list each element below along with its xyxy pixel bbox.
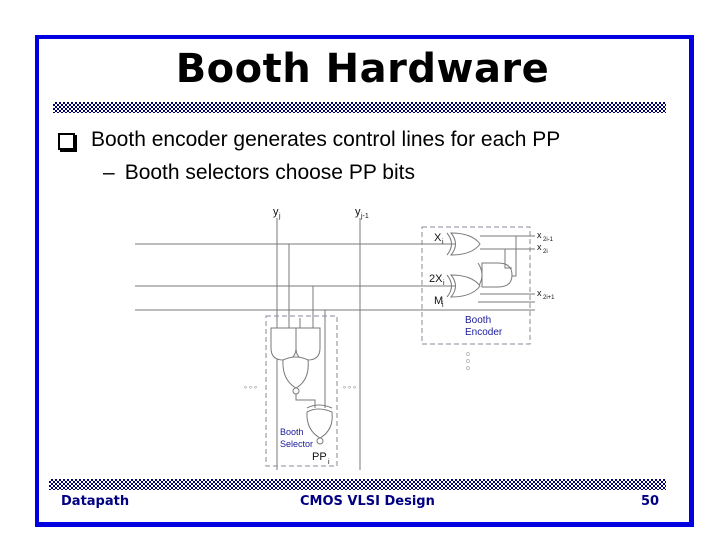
svg-text:o: o bbox=[466, 365, 470, 372]
svg-text:y: y bbox=[273, 206, 279, 218]
footer-course: Datapath bbox=[61, 494, 130, 509]
svg-text:Booth: Booth bbox=[280, 427, 304, 437]
svg-text:i: i bbox=[442, 302, 444, 309]
svg-text:Encoder: Encoder bbox=[465, 327, 503, 338]
svg-text:Selector: Selector bbox=[280, 439, 313, 449]
svg-text:x: x bbox=[537, 230, 542, 240]
booth-selector-box bbox=[265, 315, 338, 467]
svg-text:y: y bbox=[355, 206, 361, 218]
svg-text:i: i bbox=[443, 280, 445, 287]
selector-wire bbox=[295, 394, 316, 408]
dash-bullet-icon: – bbox=[103, 161, 115, 184]
svg-text:j: j bbox=[278, 213, 281, 220]
page-number: 50 bbox=[641, 494, 660, 509]
checkbox-bullet-icon bbox=[58, 132, 75, 150]
svg-text:2i-1: 2i-1 bbox=[543, 237, 554, 243]
svg-text:i: i bbox=[442, 239, 444, 246]
svg-text:x: x bbox=[537, 242, 542, 252]
title-divider bbox=[53, 102, 666, 113]
svg-text:PP: PP bbox=[312, 451, 327, 463]
svg-text:∘∘∘: ∘∘∘ bbox=[342, 383, 357, 392]
svg-text:i: i bbox=[328, 459, 330, 466]
selector-caption: Booth Selector bbox=[280, 427, 313, 449]
svg-text:j-1: j-1 bbox=[360, 213, 369, 220]
slide-title: Booth Hardware bbox=[175, 46, 550, 92]
svg-text:Booth: Booth bbox=[465, 315, 491, 326]
encoder-caption: Booth Encoder bbox=[465, 315, 503, 338]
slide-frame bbox=[35, 35, 694, 527]
vertical-ellipsis: ooo bbox=[466, 351, 470, 372]
encoder-wires bbox=[478, 235, 535, 303]
wires bbox=[135, 218, 535, 470]
svg-text:M: M bbox=[434, 295, 443, 307]
svg-text:o: o bbox=[466, 351, 470, 358]
selector-gates bbox=[270, 327, 333, 445]
svg-text:2i+1: 2i+1 bbox=[543, 295, 555, 301]
svg-text:2i: 2i bbox=[543, 249, 548, 255]
sub-bullet-item: –Booth selectors choose PP bits bbox=[103, 160, 415, 186]
footer-divider bbox=[49, 479, 666, 490]
svg-text:2X: 2X bbox=[429, 273, 443, 285]
bullet-text: Booth encoder generates control lines fo… bbox=[91, 128, 561, 151]
encoder-gates bbox=[446, 232, 513, 298]
bullet-item: Booth encoder generates control lines fo… bbox=[58, 127, 560, 153]
sub-bullet-text: Booth selectors choose PP bits bbox=[124, 161, 415, 184]
footer-title: CMOS VLSI Design bbox=[300, 494, 435, 509]
svg-text:o: o bbox=[466, 358, 470, 365]
svg-text:x: x bbox=[537, 288, 542, 298]
horizontal-ellipsis: ∘∘∘ ∘∘∘ bbox=[243, 383, 357, 392]
svg-text:X: X bbox=[434, 232, 442, 244]
svg-text:∘∘∘: ∘∘∘ bbox=[243, 383, 258, 392]
